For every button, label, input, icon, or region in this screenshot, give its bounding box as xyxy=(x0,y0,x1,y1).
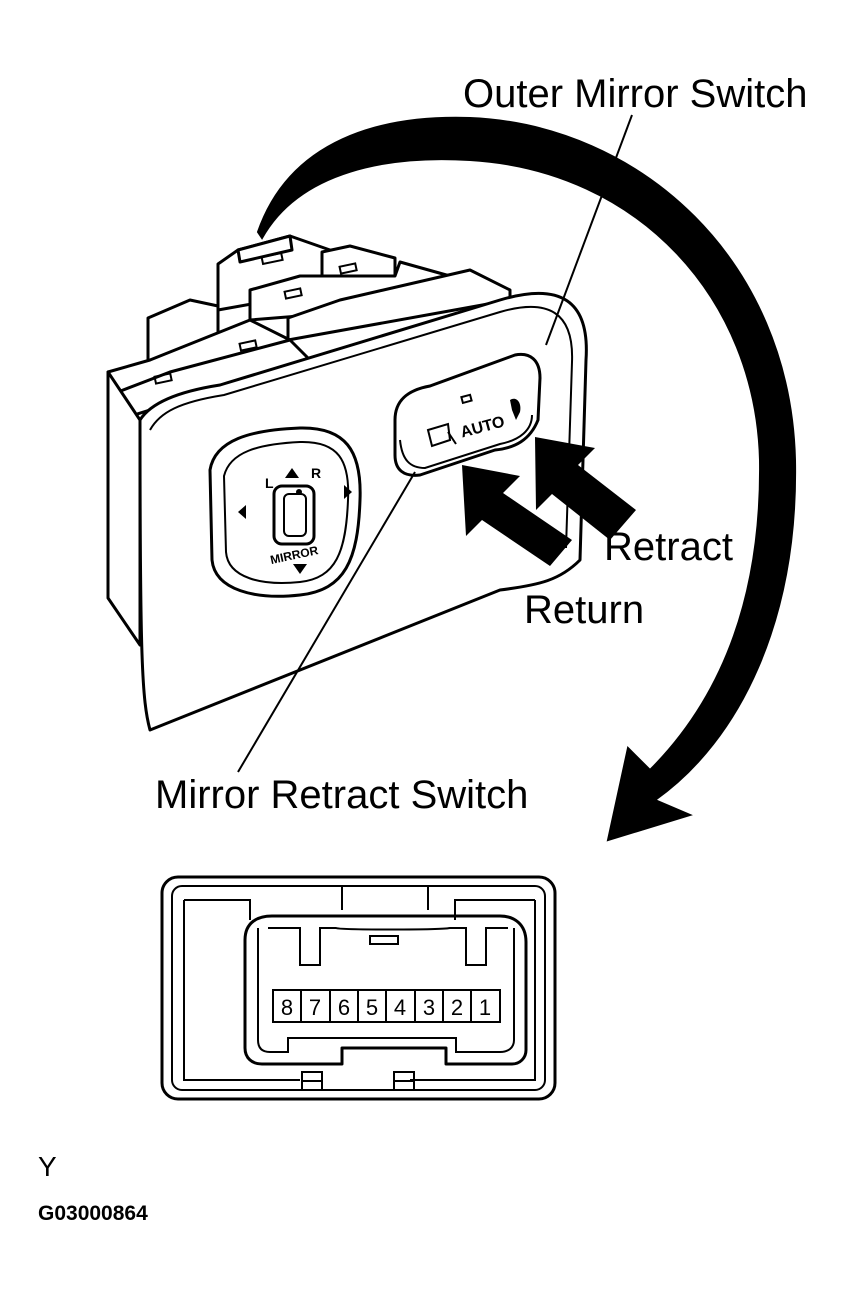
pin-label: 7 xyxy=(309,995,321,1020)
view-direction-arrow xyxy=(256,116,797,842)
pin-label: 3 xyxy=(423,995,435,1020)
pin-label: 8 xyxy=(281,995,293,1020)
return-arrow xyxy=(462,465,572,566)
connector-face: 8 7 6 5 4 3 2 1 xyxy=(160,875,557,1101)
mirror-retract-switch-label: Mirror Retract Switch xyxy=(155,773,528,817)
figure-id: G03000864 xyxy=(38,1202,148,1225)
illustration-code: Y xyxy=(38,1151,57,1182)
outer-mirror-switch-label: Outer Mirror Switch xyxy=(463,72,808,116)
mirror-retract-switch-leader xyxy=(237,471,416,773)
pin-label: 2 xyxy=(451,995,463,1020)
mirror-retract-button: AUTO xyxy=(393,352,542,477)
return-label: Return xyxy=(524,588,644,632)
pin-label: 1 xyxy=(479,995,491,1020)
retract-arrow xyxy=(535,437,636,540)
outer-mirror-switch-leader xyxy=(545,114,633,346)
pin-label: 5 xyxy=(366,995,378,1020)
retract-label: Retract xyxy=(604,525,733,569)
mirror-right-label: R xyxy=(311,465,321,481)
mirror-adjust-switch: L R MIRROR xyxy=(208,426,362,598)
pin-label: 6 xyxy=(338,995,350,1020)
mirror-left-label: L xyxy=(265,475,274,491)
pin-label: 4 xyxy=(394,995,406,1020)
